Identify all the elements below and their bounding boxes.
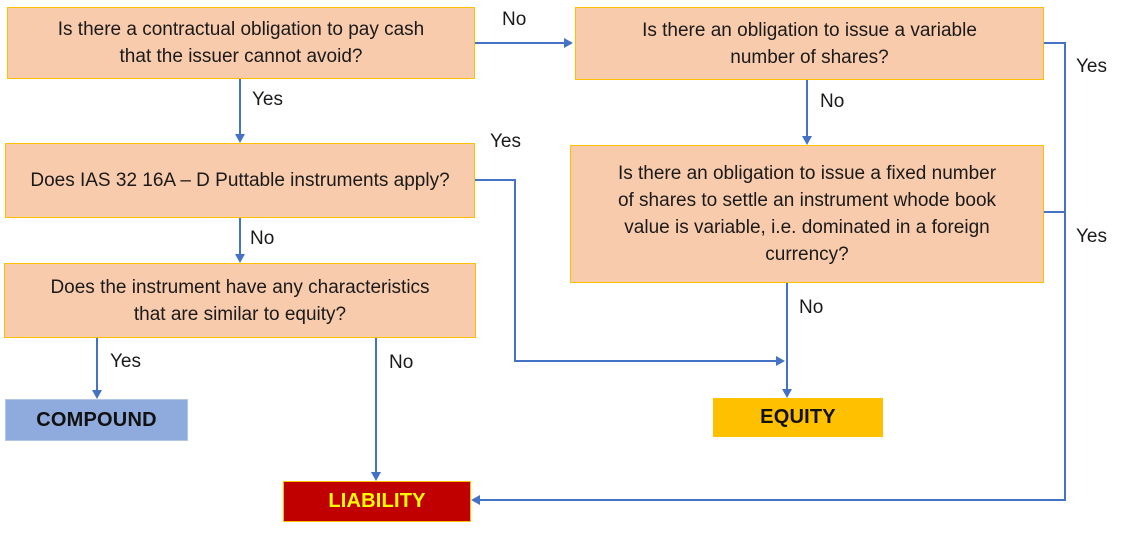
connector-rail-to-liability: [480, 499, 1066, 501]
node-text: Does the instrument have any characteris…: [50, 276, 430, 325]
edge-label-no: No: [250, 228, 275, 249]
connector-cash-to-puttable: [239, 79, 241, 134]
connector-fixed-to-equity: [786, 283, 788, 389]
connector-fixed-yes-stub: [1044, 211, 1066, 213]
connector-puttable-yes-v: [514, 179, 516, 362]
connector-puttable-yes-h1: [475, 179, 516, 181]
arrowhead-left-icon: [471, 495, 480, 505]
node-puttable-instruments: Does IAS 32 16A – D Puttable instruments…: [5, 143, 475, 218]
outcome-compound: COMPOUND: [5, 399, 188, 441]
arrowhead-down-icon: [235, 254, 245, 263]
outcome-liability: LIABILITY: [283, 481, 471, 522]
edge-label-no: No: [799, 297, 824, 318]
arrowhead-down-icon: [782, 389, 792, 398]
connector-variable-yes-stub: [1044, 42, 1066, 44]
edge-label-yes: Yes: [252, 89, 283, 110]
edge-label-no: No: [820, 91, 845, 112]
edge-label-yes: Yes: [490, 131, 521, 152]
outcome-text: LIABILITY: [328, 490, 426, 512]
connector-characteristics-to-liability: [375, 338, 377, 472]
connector-cash-to-variable: [475, 42, 564, 44]
connector-puttable-to-characteristics: [239, 218, 241, 254]
edge-label-yes: Yes: [1076, 226, 1107, 247]
outcome-equity: EQUITY: [713, 398, 883, 437]
edge-label-no: No: [389, 352, 414, 373]
connector-puttable-yes-h2: [514, 360, 776, 362]
arrowhead-down-icon: [371, 472, 381, 481]
node-equity-characteristics: Does the instrument have any characteris…: [4, 263, 476, 338]
arrowhead-down-icon: [802, 136, 812, 145]
node-text: Is there an obligation to issue a variab…: [642, 19, 977, 68]
node-fixed-shares-obligation: Is there an obligation to issue a fixed …: [570, 145, 1044, 283]
node-text: Is there a contractual obligation to pay…: [57, 19, 425, 67]
edge-label-no: No: [502, 9, 527, 30]
outcome-text: COMPOUND: [36, 408, 157, 431]
connector-variable-to-fixed: [806, 80, 808, 136]
edge-label-yes: Yes: [110, 351, 141, 372]
arrowhead-right-icon: [564, 38, 573, 48]
node-contractual-cash-obligation: Is there a contractual obligation to pay…: [7, 7, 475, 79]
connector-right-rail: [1064, 42, 1066, 501]
edge-label-yes: Yes: [1076, 56, 1107, 77]
node-text: Does IAS 32 16A – D Puttable instruments…: [30, 170, 450, 191]
arrowhead-down-icon: [235, 134, 245, 143]
outcome-text: EQUITY: [760, 406, 836, 428]
arrowhead-down-icon: [92, 390, 102, 399]
arrowhead-right-icon: [776, 356, 785, 366]
node-text: Is there an obligation to issue a fixed …: [617, 163, 997, 265]
node-variable-shares-obligation: Is there an obligation to issue a variab…: [575, 7, 1044, 80]
connector-characteristics-to-compound: [96, 338, 98, 390]
